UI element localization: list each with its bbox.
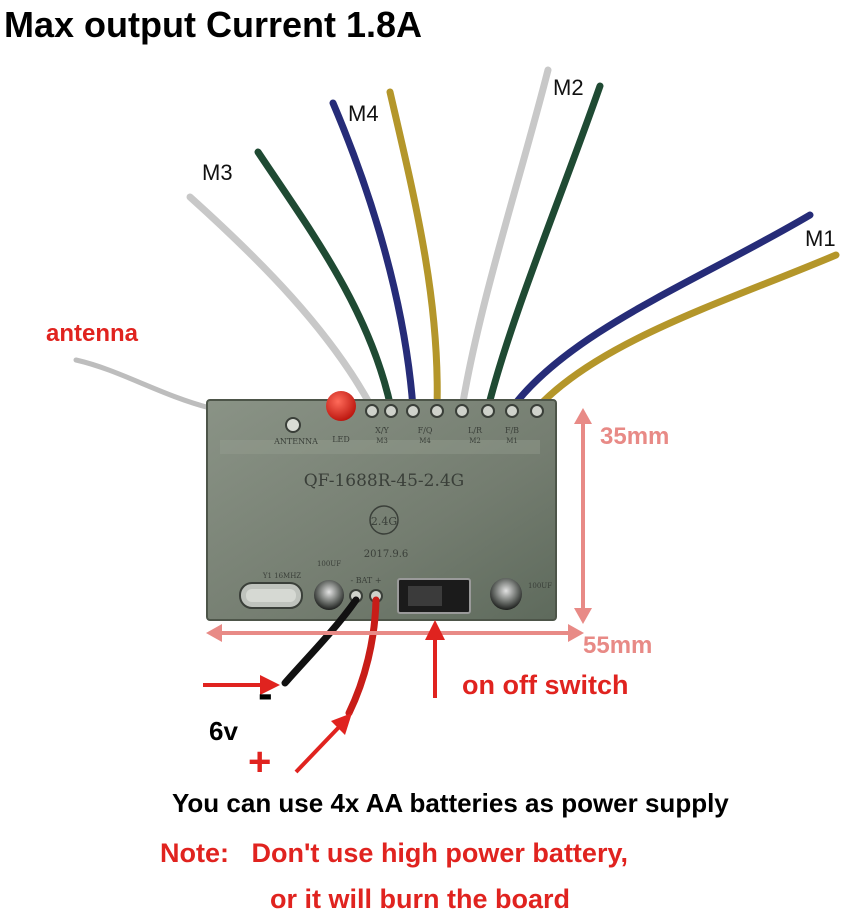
height-dimension-arrow xyxy=(574,408,592,624)
switch-label: on off switch xyxy=(462,670,629,700)
pad-label-m4: M4 xyxy=(419,437,431,445)
antenna-pad-label: ANTENNA xyxy=(273,437,318,446)
wire-m4-blue xyxy=(329,99,417,412)
wire-m4-yellow xyxy=(386,88,441,412)
pad-label-m3: M3 xyxy=(376,437,388,445)
antenna-label: antenna xyxy=(46,320,139,347)
wire-m3-white xyxy=(186,193,376,412)
board-model: QF-1688R-45-2.4G xyxy=(304,471,465,491)
positive-arrow xyxy=(294,713,352,774)
battery-pin-label: - BAT + xyxy=(350,576,381,585)
battery-wire-black xyxy=(281,596,360,687)
diagram-title: Max output Current 1.8A xyxy=(4,4,423,45)
pad-label-lr: L/R xyxy=(468,426,483,435)
led-pad-label: LED xyxy=(332,435,350,444)
pad-label-fb: F/B xyxy=(505,426,519,435)
board-date: 2017.9.6 xyxy=(364,549,409,560)
note-prefix: Note: xyxy=(160,838,229,868)
led xyxy=(326,391,356,421)
positive-sign: + xyxy=(248,740,272,784)
wire-m1-blue xyxy=(508,211,814,412)
label-m2: M2 xyxy=(553,75,584,100)
negative-sign: - xyxy=(258,669,273,718)
wire-m3-green xyxy=(254,148,395,412)
note-text-2: or it will burn the board xyxy=(270,884,570,914)
voltage-label: 6v xyxy=(209,716,238,746)
cap-right-label: 100UF xyxy=(528,582,552,590)
width-dimension-arrow xyxy=(206,624,584,642)
switch-arrow xyxy=(425,620,445,698)
wire-pads xyxy=(365,404,544,418)
pcb-board xyxy=(206,399,557,621)
negative-arrow xyxy=(203,675,280,695)
label-m1: M1 xyxy=(805,226,836,251)
pad-label-m1: M1 xyxy=(506,437,518,445)
badge-circle xyxy=(369,505,399,535)
label-m4: M4 xyxy=(348,101,379,126)
pad-label-m2: M2 xyxy=(469,437,481,445)
pad-label-xy: X/Y xyxy=(375,426,389,435)
wire-m2-green xyxy=(484,82,604,412)
note-line1: Note: Don't use high power battery, xyxy=(160,838,628,869)
height-dimension-label: 35mm xyxy=(600,423,670,450)
wire-m1-yellow xyxy=(533,251,840,412)
width-dimension-label: 55mm xyxy=(583,632,653,659)
label-m3: M3 xyxy=(202,160,233,185)
battery-wire-red xyxy=(345,596,380,717)
crystal-label: Y1 16MHZ xyxy=(262,572,301,580)
power-supply-note: You can use 4x AA batteries as power sup… xyxy=(172,788,729,818)
cap-left-label: 100UF xyxy=(317,560,341,568)
capacitor-right xyxy=(490,578,522,610)
board-badge: 2.4G xyxy=(371,515,397,528)
note-text-1: Don't use high power battery, xyxy=(251,838,628,868)
capacitor-left xyxy=(314,580,344,610)
wire-m2-white xyxy=(458,66,552,412)
pad-label-fq: F/Q xyxy=(418,426,433,435)
